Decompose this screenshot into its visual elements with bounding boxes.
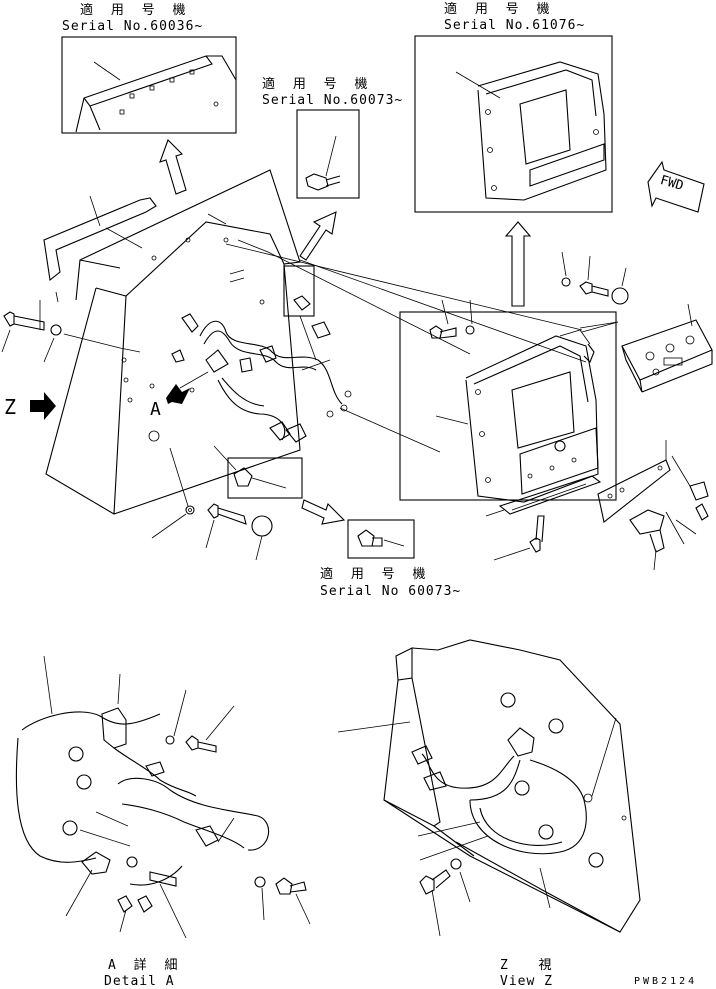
- view-z-drawing: [337, 639, 641, 937]
- callout-top-left-jp: 適 用 号 機: [80, 3, 191, 18]
- callout-top-left-serial: Serial No.60036~: [62, 19, 204, 34]
- drawing-code: PWB2124: [634, 976, 698, 987]
- fwd-arrow: [647, 160, 705, 213]
- inset-box-top-middle: [296, 109, 360, 199]
- caption-detail-a-jp: A 詳 細: [108, 958, 183, 973]
- meter-panel-right: [399, 311, 617, 561]
- inset-box-top-left: [61, 36, 237, 134]
- inset-box-lower-left: [213, 445, 303, 499]
- callout-top-right-jp: 適 用 号 機: [444, 2, 555, 17]
- detail-a-drawing: [15, 655, 311, 939]
- caption-view-z-en: View Z: [500, 974, 553, 989]
- key-switch-plate: [597, 440, 709, 571]
- callout-bottom-center-serial: Serial No 60073~: [320, 584, 462, 599]
- hollow-arrows: [159, 139, 532, 525]
- bolt-washer-row-left: [1, 311, 141, 363]
- bolt-washer-row-bottom: [148, 430, 273, 561]
- leader-lines: [225, 239, 619, 453]
- marker-z: Z: [4, 395, 18, 419]
- inset-box-lower-center: [347, 519, 415, 559]
- z-arrow-icon: [30, 392, 56, 420]
- wiring-harness-main: [166, 313, 352, 443]
- callout-top-right-serial: Serial No.61076~: [444, 18, 586, 33]
- caption-view-z-jp: Z 視: [500, 958, 557, 973]
- dash-panel: [39, 169, 317, 515]
- callout-bottom-center-jp: 適 用 号 機: [320, 567, 431, 582]
- marker-a: A: [150, 399, 162, 420]
- callout-top-middle-jp: 適 用 号 機: [262, 77, 373, 92]
- inset-box-top-right: [414, 35, 613, 213]
- screws-right-top: [429, 251, 629, 339]
- switch-panel: [621, 303, 713, 393]
- caption-detail-a-en: Detail A: [104, 974, 175, 989]
- callout-top-middle-serial: Serial No.60073~: [262, 93, 404, 108]
